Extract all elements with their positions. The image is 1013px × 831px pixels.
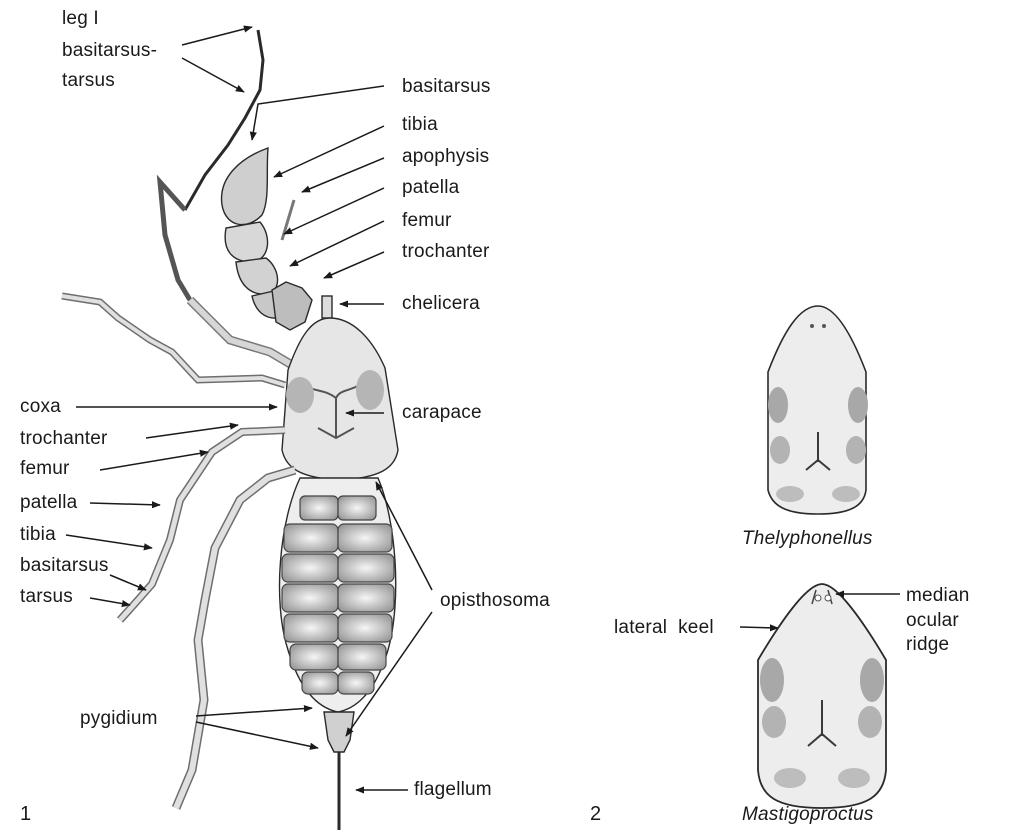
thelyphonellus-carapace — [768, 306, 868, 514]
label-chelicera: chelicera — [402, 293, 480, 315]
figure-number-2: 2 — [590, 803, 601, 825]
caption-thelyphonellus: Thelyphonellus — [742, 528, 873, 550]
label-femur-left: femur — [20, 458, 70, 480]
label-trochanter-right: trochanter — [402, 241, 490, 263]
label-median: median — [906, 585, 970, 607]
label-flagellum: flagellum — [414, 779, 492, 801]
label-basitarsus-tarsus-1: basitarsus- — [62, 40, 157, 62]
label-ridge: ridge — [906, 634, 949, 656]
label-tarsus-left: tarsus — [20, 586, 73, 608]
label-apophysis: apophysis — [402, 146, 489, 168]
label-basitarsus-tarsus-2: tarsus — [62, 70, 115, 92]
label-lateral-keel: lateral keel — [614, 617, 714, 639]
figure-number-1: 1 — [20, 803, 31, 825]
label-leg-i: leg I — [62, 8, 99, 30]
label-carapace: carapace — [402, 402, 482, 424]
label-patella-right: patella — [402, 177, 459, 199]
label-patella-left: patella — [20, 492, 77, 514]
mastigoproctus-carapace — [758, 584, 886, 808]
label-basitarsus-right: basitarsus — [402, 76, 491, 98]
caption-mastigoproctus: Mastigoproctus — [742, 804, 874, 826]
label-tibia-right: tibia — [402, 114, 438, 136]
label-femur-right: femur — [402, 210, 452, 232]
chelicera-shape — [322, 296, 332, 318]
leg-iv — [176, 470, 295, 808]
leg-ii — [62, 296, 285, 385]
label-trochanter-left: trochanter — [20, 428, 108, 450]
label-opisthosoma: opisthosoma — [440, 590, 550, 612]
label-coxa: coxa — [20, 396, 61, 418]
label-ocular: ocular — [906, 610, 959, 632]
pedipalp — [222, 148, 312, 330]
label-pygidium: pygidium — [80, 708, 158, 730]
label-tibia-left: tibia — [20, 524, 56, 546]
label-basitarsus-left: basitarsus — [20, 555, 109, 577]
